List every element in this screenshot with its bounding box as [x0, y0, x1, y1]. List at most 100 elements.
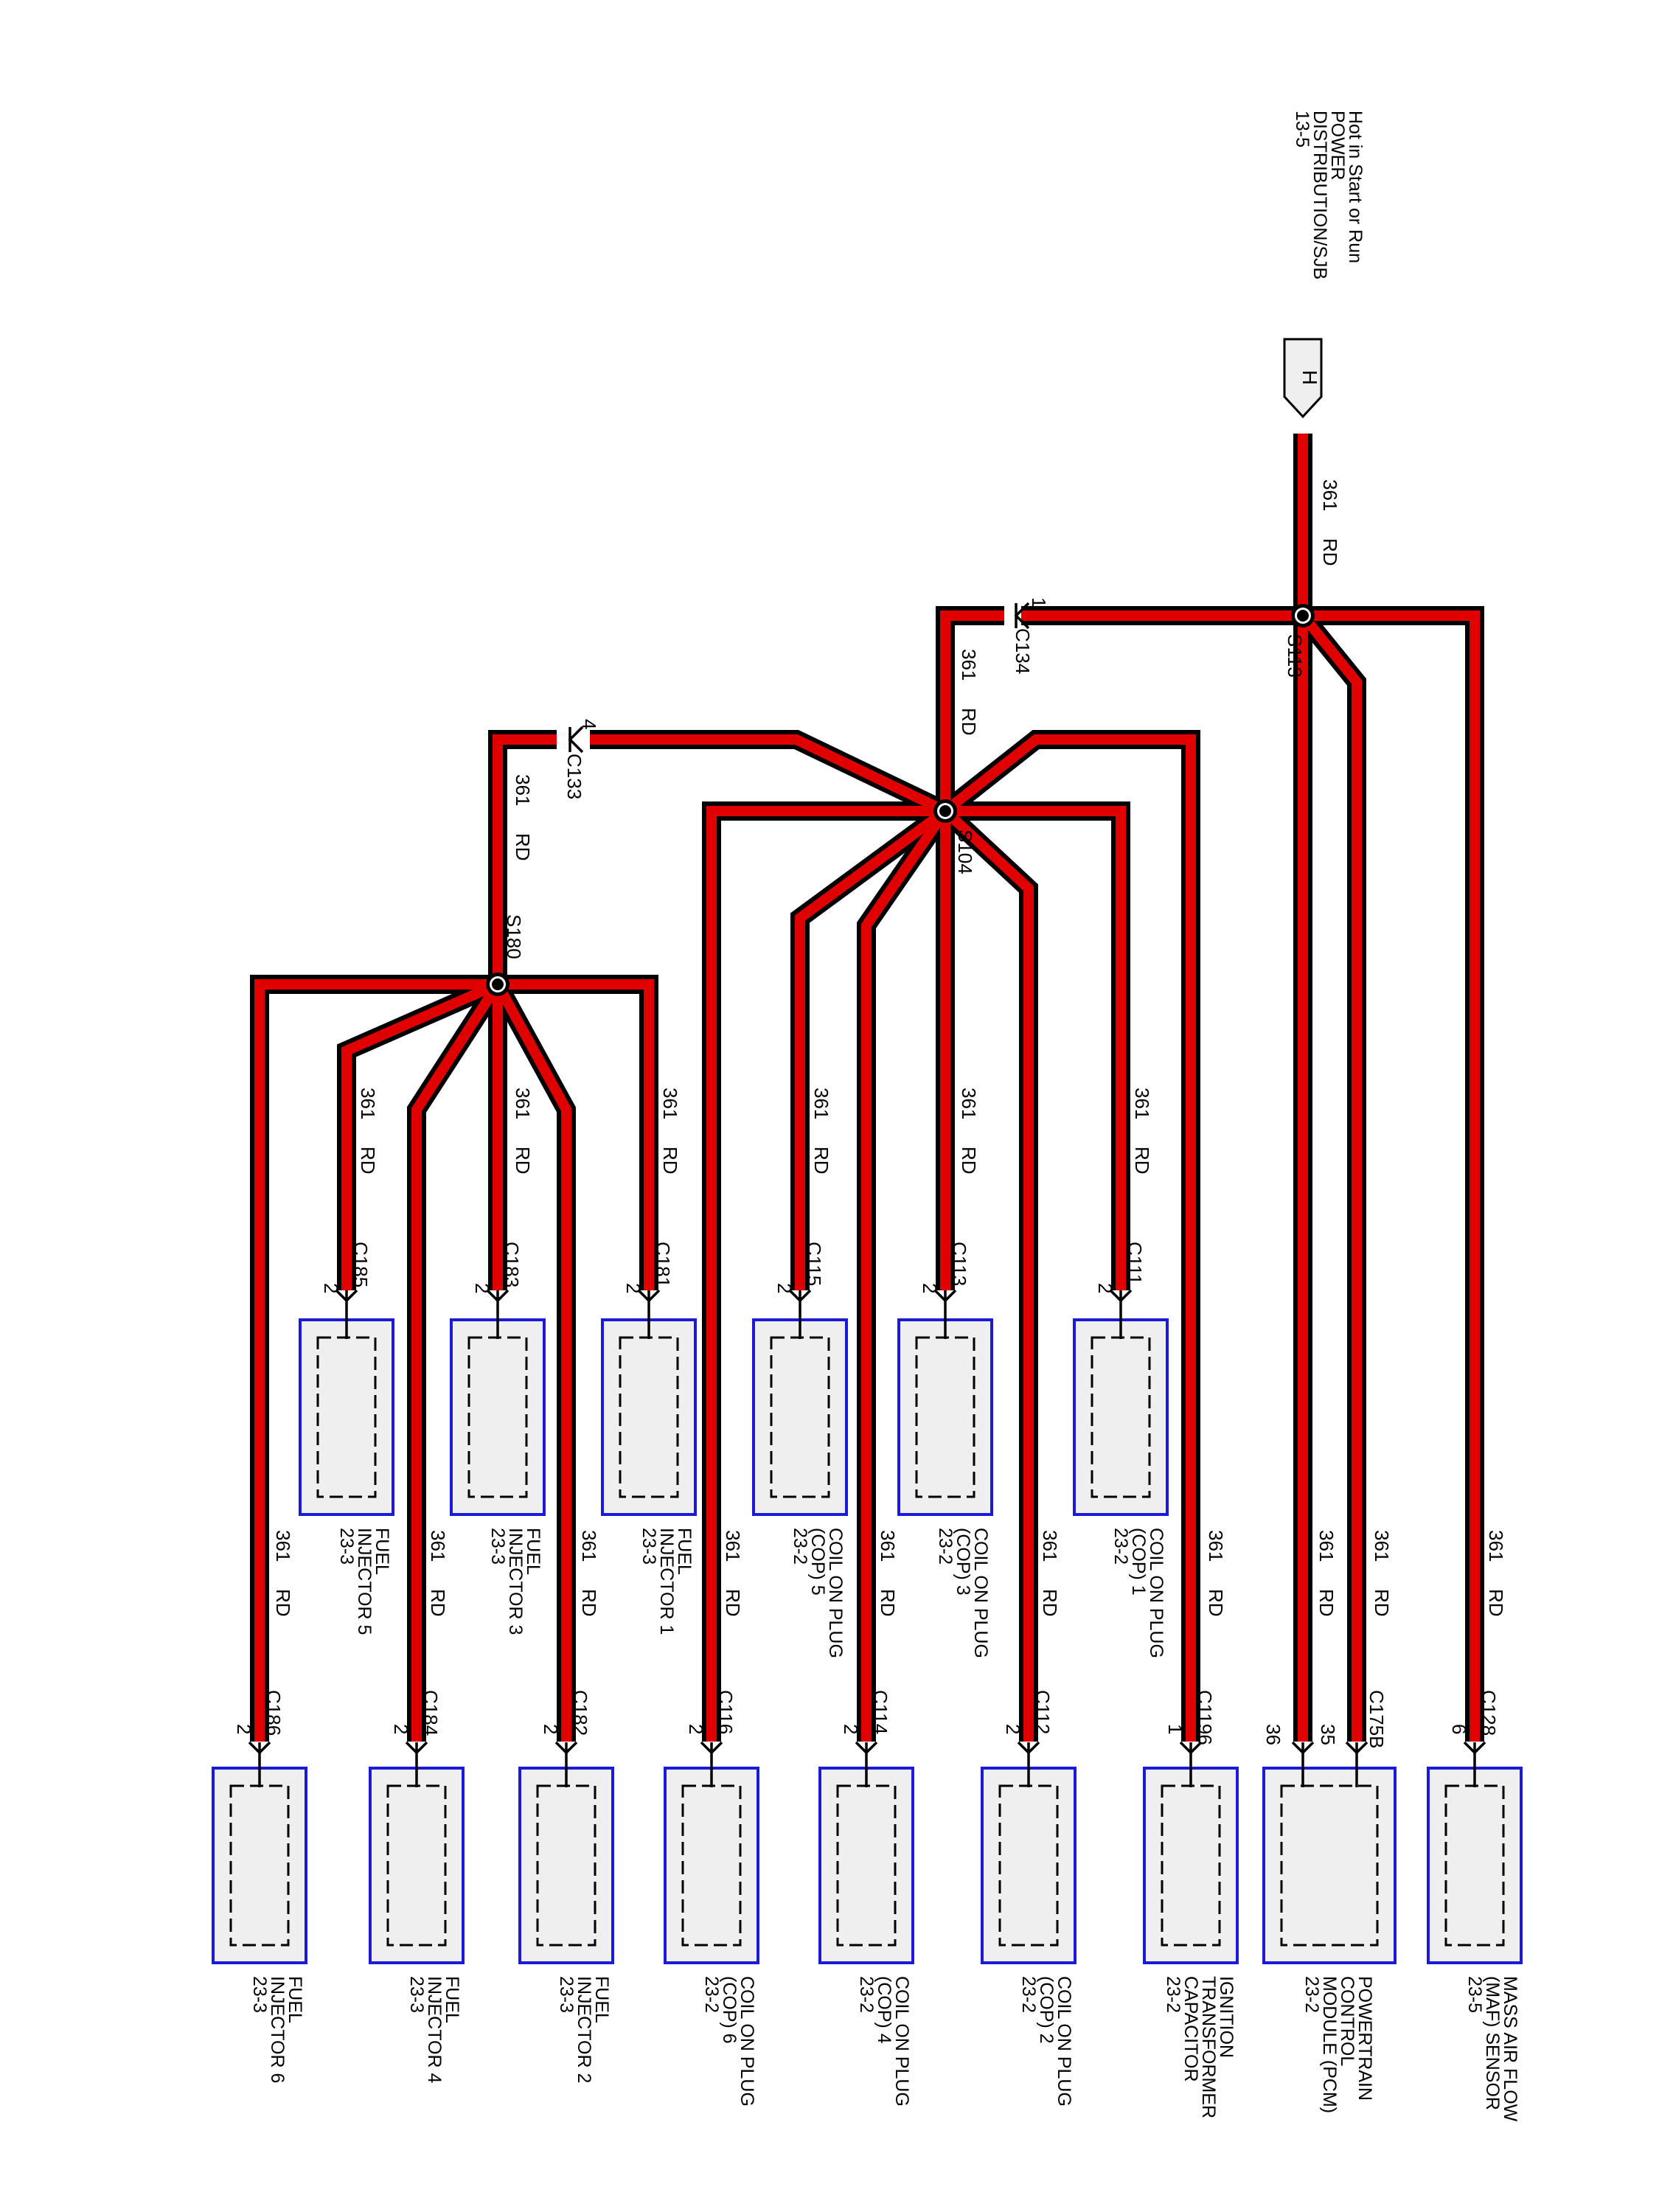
fi4-pin-label: 2 — [390, 1724, 412, 1734]
wire-color-label-fi1: RD — [659, 1147, 681, 1175]
cop3-pin-label: 2 — [919, 1283, 941, 1293]
fi3-body — [450, 1318, 546, 1516]
cop6-connector-label: C116 — [714, 1690, 737, 1734]
wire-labels: 361RD361RD361RD361RD361RD361RD361RD361RD… — [272, 479, 1507, 1617]
wire-circuit-label-c133b: 361 — [512, 774, 534, 806]
cop2-name-line-2: (COP) 2 — [1036, 1976, 1057, 2044]
fi1-pin-label: 2 — [622, 1283, 644, 1293]
wire-circuit-label-fi5: 361 — [357, 1088, 379, 1119]
cop4-terminal — [855, 1741, 878, 1787]
cop1-name-line-2: (COP) 1 — [1128, 1528, 1149, 1596]
wire-to-maf-core — [1303, 611, 1480, 1742]
wire-to-cop5-core — [795, 807, 949, 1290]
pcm-pin-36-label: 36 — [1262, 1724, 1284, 1745]
wire-color-label-pcm36: RD — [1315, 1589, 1338, 1617]
cop5-connector-label: C115 — [803, 1242, 825, 1286]
wire-circuit-label-cop2: 361 — [1039, 1530, 1061, 1562]
wire-harness — [250, 434, 1484, 1742]
cop3-name-line-2: (COP) 3 — [953, 1528, 973, 1596]
cop5-pin-label: 2 — [773, 1283, 796, 1293]
itc-pin-label: 1 — [1164, 1724, 1186, 1734]
itc-name-line-2: TRANSFORMER — [1198, 1976, 1219, 2118]
wire-to-cop1-core — [945, 806, 1126, 1290]
cop6-pin-label: 2 — [685, 1724, 707, 1734]
wire-color-label-itc: RD — [1205, 1589, 1227, 1617]
wire-to-fi5-core — [341, 979, 500, 1290]
cop6-name-line-2: (COP) 6 — [719, 1976, 740, 2044]
cop5-body — [752, 1318, 848, 1516]
fi5-pin-label: 2 — [320, 1283, 342, 1293]
fi1-name-line-3: 23-3 — [639, 1528, 659, 1565]
wire-s104-to-c133 — [590, 730, 950, 820]
source-line-1: Hot in Start or Run — [1345, 111, 1366, 263]
wire-color-label-cop5: RD — [810, 1147, 832, 1175]
pcm-name-line-2: CONTROL — [1337, 1976, 1357, 2066]
fi5-terminal — [335, 1289, 358, 1339]
splice-s113: S113 — [1284, 604, 1315, 678]
wire-to-cop6-core — [706, 806, 945, 1742]
fi2-name-line-2: INJECTOR 2 — [574, 1976, 594, 2083]
cop6-name-line-1: COIL ON PLUG — [737, 1976, 757, 2107]
pcm-pin-35-label: 35 — [1317, 1724, 1339, 1745]
wire-color-label-pcm35: RD — [1371, 1589, 1393, 1617]
fi5-name-line-3: 23-3 — [336, 1528, 357, 1565]
cop1-name-line-3: 23-2 — [1110, 1528, 1131, 1565]
maf-terminal — [1463, 1741, 1486, 1787]
wire-to-cop4-core — [861, 808, 950, 1742]
fi1-name-line-1: FUEL — [674, 1528, 695, 1575]
cop1-connector-label: C111 — [1124, 1242, 1146, 1284]
wire-circuit-label-src: 361 — [1319, 479, 1341, 511]
fi4-terminal — [405, 1741, 428, 1787]
wire-circuit-label-cop4: 361 — [877, 1530, 899, 1562]
fi6-pin-label: 2 — [233, 1724, 255, 1734]
fi6-terminal — [248, 1741, 271, 1787]
fi2-terminal — [554, 1741, 578, 1787]
wire-to-fi1-core — [498, 979, 654, 1290]
cop4-name-line-1: COIL ON PLUG — [891, 1976, 912, 2107]
splice-s104: S104 — [933, 799, 976, 874]
cop2-body — [981, 1767, 1077, 1964]
cop4-pin-label: 2 — [840, 1724, 862, 1734]
pcm-terminal — [1291, 1741, 1315, 1787]
fi2-connector-label: C182 — [569, 1690, 591, 1736]
wire-color-label-fi4: RD — [427, 1589, 449, 1617]
wire-circuit-label-pcm35: 361 — [1371, 1530, 1393, 1562]
maf-body — [1427, 1767, 1523, 1964]
wire-c133-to-s180-core — [493, 734, 557, 984]
fi6-body — [212, 1767, 307, 1964]
pcm-terminal — [1345, 1741, 1368, 1787]
itc-name-line-1: IGNITION — [1216, 1976, 1237, 2058]
c134-label: C134 — [1012, 628, 1034, 674]
wire-color-label-fi5: RD — [357, 1147, 379, 1175]
cop3-connector-label: C113 — [948, 1242, 970, 1286]
maf-name-line-2: (MAF) SENSOR — [1482, 1976, 1503, 2110]
wire-circuit-label-fi2: 361 — [578, 1530, 600, 1562]
wire-circuit-label-cop6: 361 — [722, 1530, 744, 1562]
cop6-terminal — [700, 1741, 723, 1787]
wire-to-fi2-core — [493, 981, 571, 1742]
cop3-body — [897, 1318, 993, 1516]
cop4-name-line-3: 23-2 — [856, 1976, 877, 2013]
itc-name-line-4: 23-2 — [1163, 1976, 1183, 2013]
cop4-connector-label: C114 — [869, 1690, 891, 1734]
wire-circuit-label-c134b: 361 — [958, 649, 980, 681]
pcm-inner — [1280, 1784, 1379, 1947]
source-line-3: DISTRIBUTION/SJB — [1310, 111, 1330, 279]
wire-circuit-label-cop3: 361 — [958, 1088, 980, 1119]
fi1-terminal — [637, 1289, 661, 1339]
inline-connector-c134: 1 C134 — [1012, 597, 1050, 674]
cop1-pin-label: 2 — [1094, 1283, 1116, 1293]
itc-connector-label: C1196 — [1194, 1690, 1216, 1745]
fi5-connector-label: C185 — [349, 1242, 372, 1287]
